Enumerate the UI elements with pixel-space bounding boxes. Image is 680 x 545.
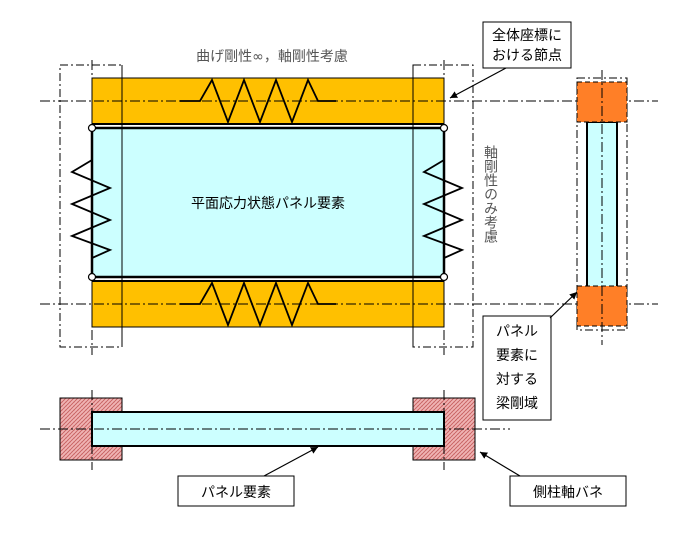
panel-corner-nodes	[87, 123, 449, 282]
rigid-zone-line4: 梁剛域	[496, 396, 538, 412]
rigid-zone-line3: 対する	[496, 372, 538, 388]
top-caption: 曲げ剛性∞，軸剛性考慮	[196, 49, 348, 65]
rigid-zone-line2: 要素に	[496, 348, 538, 364]
column-lines	[121, 65, 414, 347]
right-column-spring	[421, 150, 465, 266]
column-spring-callout: 側柱軸バネ	[479, 451, 627, 507]
global-node-line1: 全体座標に	[492, 27, 562, 44]
right-small-column	[576, 70, 628, 345]
panel-element	[90, 126, 446, 279]
side-caption: 軸剛性のみ考慮	[482, 145, 498, 243]
rigid-zone-callout: パネル 要素に 対する 梁剛域	[482, 291, 578, 421]
right-column-outline	[412, 64, 474, 348]
bottom-beam-spring	[180, 280, 336, 328]
bottom-panel-label: パネル要素	[201, 485, 271, 501]
bottom-assembly	[40, 390, 510, 470]
bottom-panel-callout: パネル要素	[177, 446, 319, 507]
axis-lines	[40, 60, 658, 355]
rigid-zone-line1: パネル	[496, 324, 538, 340]
global-node-callout: 全体座標に おける節点	[449, 21, 572, 99]
panel-element-label: 平面応力状態パネル要素	[191, 196, 345, 212]
global-node-line2: おける節点	[492, 47, 562, 64]
top-beam-spring	[180, 77, 336, 125]
column-spring-label: 側柱軸バネ	[533, 485, 603, 501]
left-column-spring	[69, 150, 113, 266]
